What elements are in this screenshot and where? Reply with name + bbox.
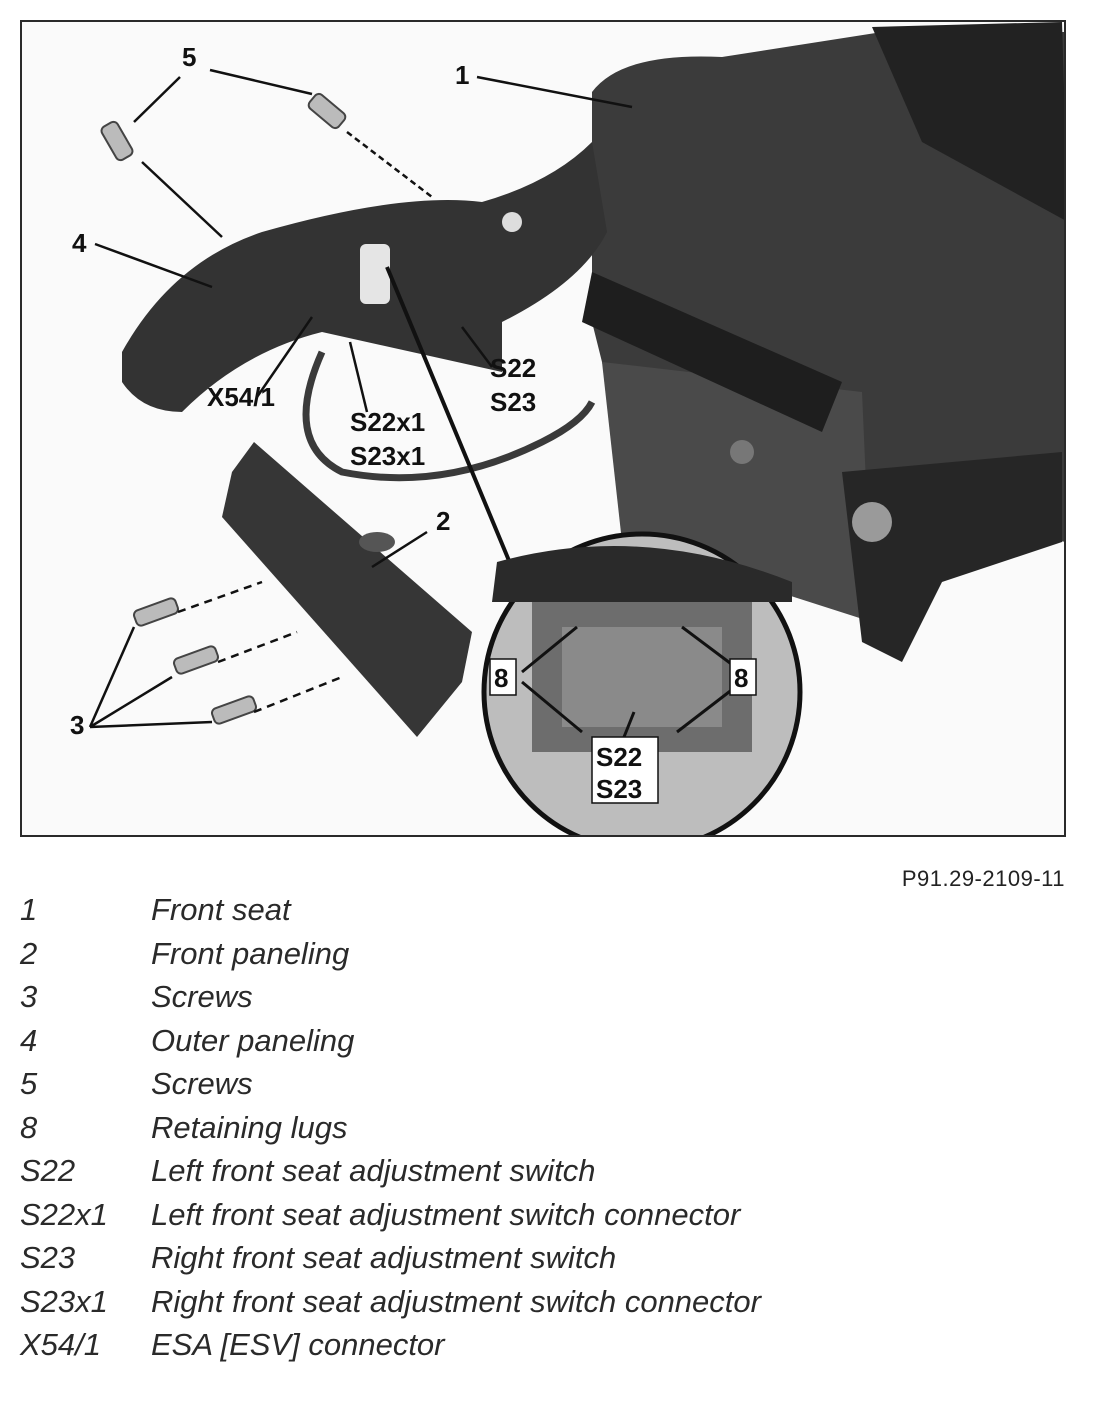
panel-hole [502,212,522,232]
screw-3-top [132,597,180,627]
seat-bracket [842,452,1062,662]
screw-5-right [307,92,347,130]
legend-key: S23x1 [20,1283,108,1319]
legend-desc: Screws [151,979,253,1014]
legend-desc: Left front seat adjustment switch connec… [151,1196,741,1232]
wiring-harness [302,350,596,482]
detail-magnifier [481,531,803,835]
seat-backrest [872,22,1064,220]
legend-desc: ESA [ESV] connector [151,1327,445,1362]
legend-key: 5 [20,1066,38,1101]
switch-cutout [360,244,390,304]
screw-3-middle [172,645,220,675]
legend-key: S23 [20,1240,76,1275]
legend-key: S22 [20,1153,76,1188]
callout-5: 5 [182,42,196,72]
legend-key: 4 [20,1022,38,1058]
callout-8-left-box [489,658,517,696]
callout-1: 1 [455,60,469,90]
legend-desc: Left front seat adjustment switch [151,1153,596,1188]
screw-3-bottom [210,695,258,725]
switch-face [562,627,722,727]
legend-key: 8 [20,1109,38,1145]
legend-desc: Front seat [151,892,291,927]
legend-desc: Front paneling [151,935,350,971]
callout-8-right: 8 [734,663,748,693]
legend-desc: Outer paneling [151,1022,355,1058]
detail-label-box [591,736,659,804]
leader-lines [88,68,633,729]
front-paneling [222,442,472,737]
callout-3: 3 [70,710,84,740]
callout-2: 2 [436,506,450,536]
detail-callout-s23: S23 [596,774,642,804]
callout-s22: S22 [490,353,536,383]
figure-frame: 5 1 4 2 3 X54/1 S22x1 S23x1 S22 S23 8 8 … [20,20,1066,837]
callout-s23x1: S23x1 [350,441,425,471]
callout-s23: S23 [490,387,536,417]
figure-code: P91.29-2109-11 [901,866,1065,891]
legend-desc: Right front seat adjustment switch [151,1240,617,1275]
seat-rail [582,272,842,432]
legend-key: 3 [20,979,38,1014]
callout-8-right-box [729,658,757,696]
callout-s22x1: S22x1 [350,407,425,437]
legend-desc: Retaining lugs [151,1109,348,1145]
seat-diagram: 5 1 4 2 3 X54/1 S22x1 S23x1 S22 S23 8 8 … [70,22,1064,835]
callout-x54-1: X54/1 [207,382,275,412]
screw-5-left [100,120,134,162]
legend-key: S22x1 [20,1196,108,1232]
callout-8-left: 8 [494,663,508,693]
legend-key: 2 [20,935,38,971]
legend-key: 1 [20,892,38,927]
legend-key: X54/1 [20,1327,102,1362]
callout-4: 4 [72,228,87,258]
legend-desc: Right front seat adjustment switch conne… [151,1283,761,1319]
bolt-head [730,440,754,464]
legend-desc: Screws [151,1066,253,1101]
bolt-head [852,502,892,542]
detail-callout-s22: S22 [596,742,642,772]
front-paneling-slot [359,532,395,552]
